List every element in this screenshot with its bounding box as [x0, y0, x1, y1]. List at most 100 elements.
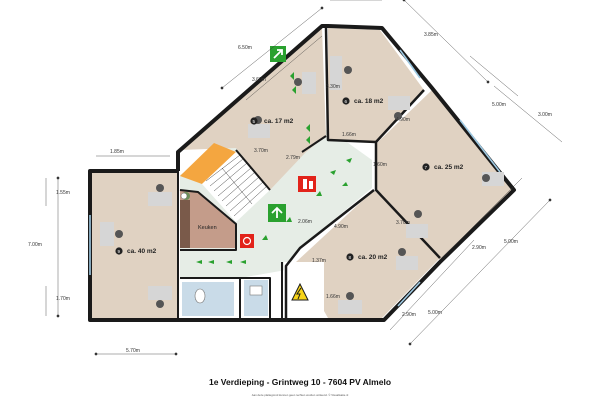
- dim-label: 3.60m: [252, 77, 266, 83]
- dim-label: 1.37m: [312, 258, 326, 264]
- dim-label: 2.06m: [298, 219, 312, 225]
- route-arrow: [262, 235, 268, 240]
- chair: [398, 248, 406, 256]
- route-arrow: [226, 260, 232, 264]
- fire-hose-icon: [240, 234, 254, 248]
- desk: [406, 224, 428, 238]
- emergency-exit-icon: [268, 204, 286, 222]
- room-labels: 5 ca. 17 m2 6 ca. 18 m2 7 ca. 25 m2 8 ca…: [115, 97, 464, 261]
- chair: [394, 112, 402, 120]
- stairs: [202, 152, 270, 222]
- desk: [148, 286, 172, 300]
- route-arrow: [290, 72, 294, 80]
- room-9-floor: [92, 171, 178, 318]
- chair: [115, 230, 123, 238]
- dim-label: 2.90m: [472, 245, 486, 251]
- dim-label: 3.70m: [254, 148, 268, 154]
- sink: [249, 285, 263, 296]
- plan-disclaimer: Aan deze plattegrond kunnen geen rechten…: [252, 393, 349, 397]
- high-voltage-warning-icon: [291, 282, 309, 301]
- room-number: 9: [118, 249, 121, 254]
- route-arrow: [306, 136, 310, 144]
- wall-bathroom-2: [240, 277, 271, 320]
- route-arrow: [346, 158, 352, 163]
- kitchen-floor: [180, 190, 236, 248]
- windows: [89, 49, 501, 307]
- dim-label: 2.90m: [402, 312, 416, 318]
- furniture: [100, 56, 504, 314]
- dim-label: 5.00m: [492, 102, 506, 108]
- desk: [248, 124, 270, 138]
- dim-label: 5.00m: [504, 239, 518, 245]
- dimension-labels: 6.50m 3.60m 3.85m 5.00m 3.00m 1.85m 7.00…: [28, 32, 552, 354]
- wall-room5-corridor-b: [301, 135, 327, 153]
- dim-label: 1.85m: [110, 149, 124, 155]
- chair: [414, 210, 422, 218]
- toilet: [194, 288, 206, 304]
- desk: [396, 256, 418, 270]
- plan-title: 1e Verdieping - Grintweg 10 - 7604 PV Al…: [209, 377, 391, 387]
- dim-label: 5.70m: [126, 348, 140, 354]
- room-8-label: 8 ca. 20 m2: [346, 253, 388, 261]
- chair: [344, 66, 352, 74]
- room-number: 8: [349, 255, 352, 260]
- stair-treads: [205, 154, 268, 217]
- emergency-exit-icon: [270, 46, 286, 62]
- desk: [338, 300, 362, 314]
- room-9-label: 9 ca. 40 m2: [115, 247, 157, 255]
- room-area: ca. 18 m2: [354, 98, 384, 105]
- dim-label: 4.90m: [334, 224, 348, 230]
- technical-room-floor: [284, 262, 324, 318]
- chair: [482, 174, 490, 182]
- dim-label: 1.66m: [342, 132, 356, 138]
- desk: [388, 96, 410, 110]
- dim-label: 5.00m: [428, 310, 442, 316]
- dim-label: 4.90m: [396, 117, 410, 123]
- room-8-floor: [296, 190, 440, 318]
- dim-label: 1.70m: [56, 296, 70, 302]
- dim-label: 3.70m: [396, 220, 410, 226]
- dim-label: 3.00m: [538, 112, 552, 118]
- stair-landing: [180, 143, 236, 184]
- dimension-lines: [45, 0, 563, 356]
- wall-room5-corridor: [235, 149, 271, 191]
- dim-label: 1.60m: [373, 162, 387, 168]
- room-area: ca. 25 m2: [434, 164, 464, 171]
- ventilation-fan-icon: [180, 192, 188, 200]
- room-number: 5: [253, 119, 256, 124]
- room-area: ca. 40 m2: [127, 248, 157, 255]
- dim-label: 3.85m: [424, 32, 438, 38]
- dim-label: 7.00m: [28, 242, 42, 248]
- room-6-label: 6 ca. 18 m2: [342, 97, 384, 105]
- route-arrow: [208, 260, 214, 264]
- route-arrow: [292, 86, 296, 94]
- chair: [156, 300, 164, 308]
- fire-extinguisher-icon: [298, 176, 316, 192]
- chair: [294, 78, 302, 86]
- room-5-floor: [180, 28, 326, 190]
- route-arrow: [286, 217, 292, 222]
- route-arrow: [240, 260, 246, 264]
- route-arrow: [316, 191, 322, 196]
- dim-label: 1.55m: [56, 190, 70, 196]
- dim-label: 3.30m: [326, 84, 340, 90]
- desk: [148, 192, 172, 206]
- desk: [302, 72, 316, 94]
- wall-kitchen: [179, 189, 237, 251]
- dim-label: 2.79m: [286, 155, 300, 161]
- route-arrow: [306, 124, 310, 132]
- room-number: 7: [425, 165, 428, 170]
- route-arrow: [330, 170, 336, 175]
- room-5-label: 5 ca. 17 m2: [250, 117, 294, 125]
- route-arrow: [196, 260, 202, 264]
- wall-room8-corridor: [284, 189, 375, 320]
- room-7-label: 7 ca. 25 m2: [422, 163, 464, 171]
- kitchen-counter: [180, 200, 190, 248]
- room-7-floor: [376, 90, 512, 260]
- dim-label: 6.50m: [238, 45, 252, 51]
- chair: [346, 292, 354, 300]
- bathroom-1-floor: [182, 282, 234, 316]
- dim-label: 1.66m: [326, 294, 340, 300]
- chair: [156, 184, 164, 192]
